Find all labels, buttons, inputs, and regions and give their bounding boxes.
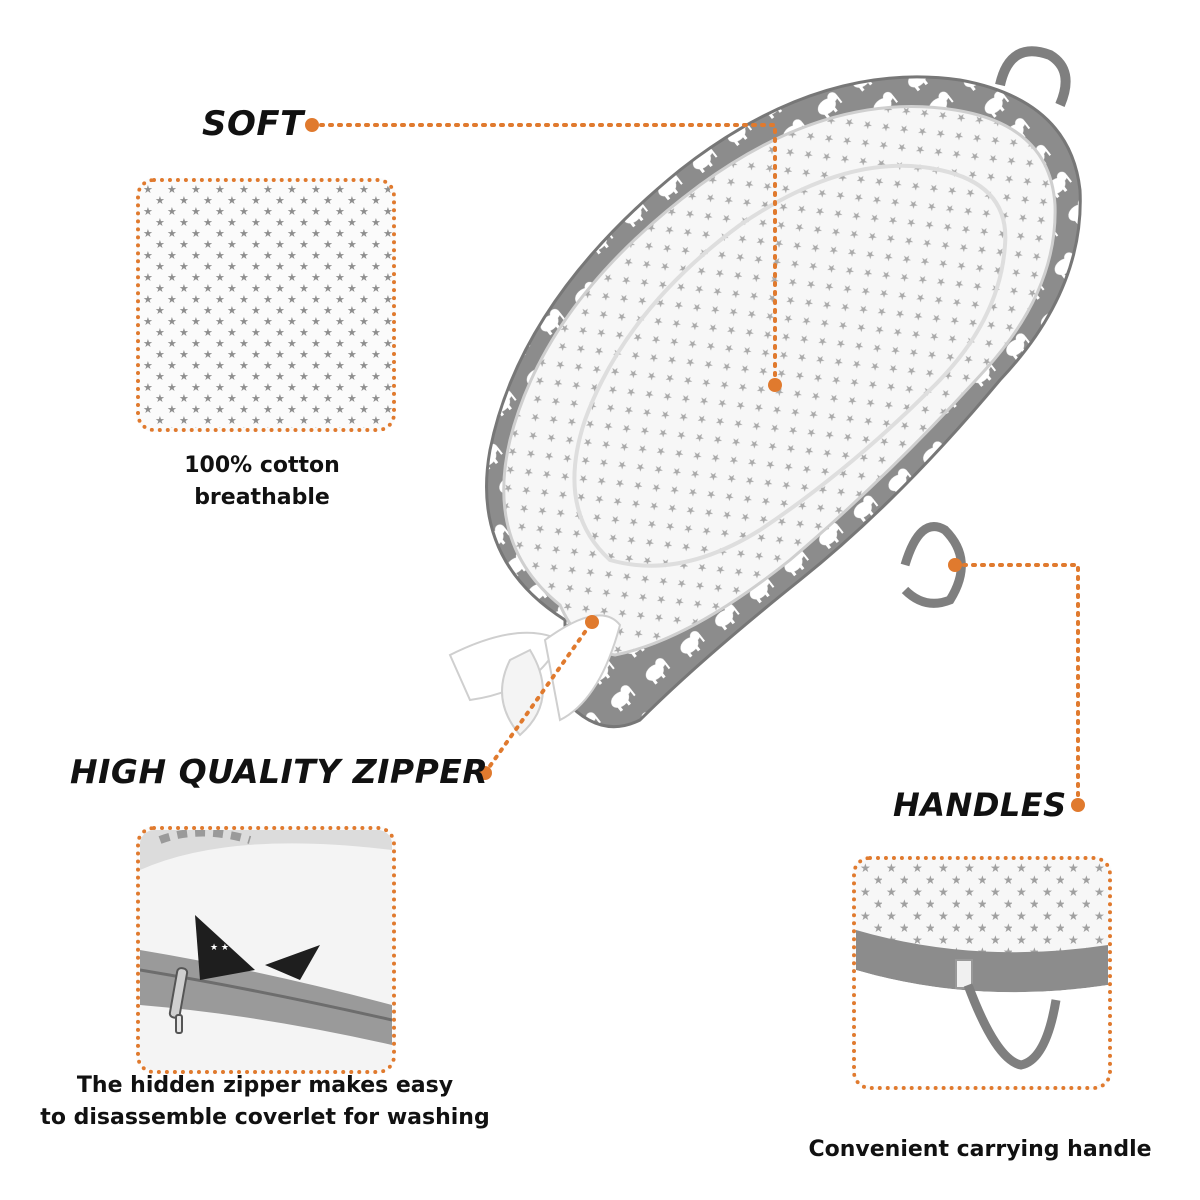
baby-lounger-illustration	[448, 46, 1082, 737]
soft-leader-line	[310, 123, 777, 387]
zipper-heading: HIGH QUALITY ZIPPER	[70, 752, 489, 791]
callout-leader-lines	[310, 123, 1080, 802]
soft-caption-line2: breathable	[194, 485, 330, 510]
soft-caption-line1: 100% cotton	[184, 453, 340, 478]
handles-target-dot	[948, 558, 962, 572]
zipper-photo: ★ ★	[140, 830, 392, 1070]
handles-caption-line1: Convenient carrying handle	[808, 1137, 1152, 1162]
soft-caption: 100% cotton breathable	[136, 450, 388, 514]
handles-dot	[1071, 798, 1085, 812]
handles-leader-line	[953, 563, 1080, 802]
zipper-dot	[478, 766, 492, 780]
handle-photo: ★ ★	[856, 860, 1108, 1086]
soft-heading: SOFT	[202, 104, 304, 144]
zipper-caption: The hidden zipper makes easy to disassem…	[20, 1070, 510, 1134]
zipper-leader-line	[483, 620, 594, 775]
handles-inset: ★ ★	[852, 856, 1112, 1090]
handles-caption: Convenient carrying handle	[790, 1134, 1170, 1166]
handles-heading: HANDLES	[893, 786, 1067, 824]
svg-text:★ ★: ★ ★	[210, 943, 229, 953]
soft-dot	[305, 118, 319, 132]
callout-dots	[305, 118, 1085, 812]
zipper-inset: ★ ★	[136, 826, 396, 1074]
star-fabric-image: ★ ★	[140, 182, 392, 428]
zipper-target-dot	[585, 615, 599, 629]
zipper-caption-line1: The hidden zipper makes easy	[76, 1073, 454, 1098]
zipper-caption-line2: to disassemble coverlet for washing	[40, 1105, 490, 1130]
soft-fabric-inset: ★ ★	[136, 178, 396, 432]
soft-target-dot	[768, 378, 782, 392]
